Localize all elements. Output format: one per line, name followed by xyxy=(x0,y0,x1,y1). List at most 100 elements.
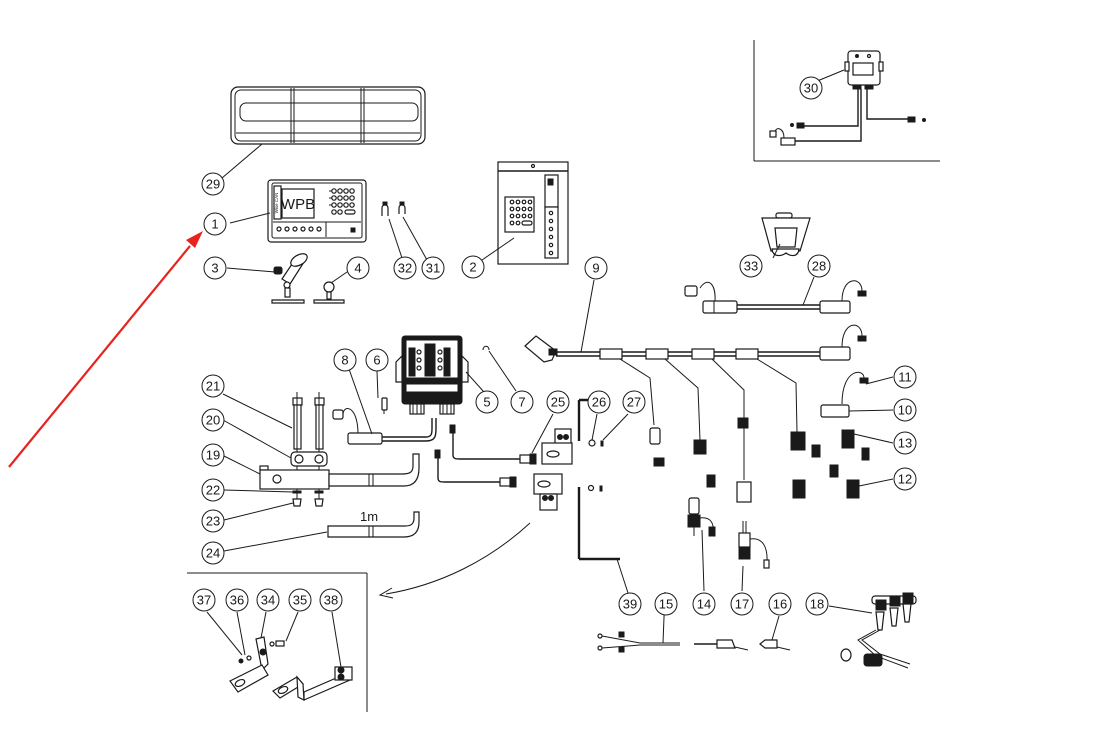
load-cell-assembly xyxy=(259,392,420,507)
ram-mount-arm xyxy=(271,253,308,304)
callout-8: 8 xyxy=(333,348,357,372)
gps-module xyxy=(769,50,926,146)
svg-text:4: 4 xyxy=(354,261,361,276)
carry-case xyxy=(230,86,426,145)
svg-text:37: 37 xyxy=(197,593,211,608)
extension-bar: 1m xyxy=(327,509,420,538)
fuse xyxy=(381,397,388,414)
inset-frame-gps xyxy=(753,40,940,162)
display-terminal: Wise CAN WPB xyxy=(267,179,367,243)
svg-text:10: 10 xyxy=(898,403,912,418)
svg-text:15: 15 xyxy=(659,597,673,612)
callout-13: 13 xyxy=(893,431,917,455)
svg-text:32: 32 xyxy=(398,261,412,276)
mounting-angle xyxy=(577,398,620,561)
callout-7: 7 xyxy=(510,390,534,414)
washer-and-screw xyxy=(587,439,604,492)
callout-17: 17 xyxy=(730,592,754,616)
svg-text:21: 21 xyxy=(206,379,220,394)
svg-text:28: 28 xyxy=(812,259,826,274)
svg-text:13: 13 xyxy=(898,436,912,451)
callout-32: 32 xyxy=(393,256,417,280)
length-label: 1m xyxy=(360,509,378,524)
detail-arrow xyxy=(378,522,531,599)
svg-text:14: 14 xyxy=(697,597,711,612)
svg-text:27: 27 xyxy=(627,395,641,410)
callout-3: 3 xyxy=(203,256,227,280)
extension-cable xyxy=(684,280,867,314)
callout-23: 23 xyxy=(201,509,225,533)
svg-text:9: 9 xyxy=(592,261,599,276)
callout-22: 22 xyxy=(201,478,225,502)
callout-37: 37 xyxy=(192,588,216,612)
callout-26: 26 xyxy=(587,390,611,414)
callout-35: 35 xyxy=(288,588,312,612)
terminal-screen-text: WPB xyxy=(281,196,315,213)
control-module xyxy=(395,335,469,415)
angle-bracket xyxy=(229,636,285,693)
bracket-cover xyxy=(761,212,811,257)
callout-39: 39 xyxy=(618,592,642,616)
svg-text:29: 29 xyxy=(206,177,220,192)
svg-text:24: 24 xyxy=(206,546,220,561)
connector-group xyxy=(792,371,870,499)
callout-27: 27 xyxy=(622,390,646,414)
callout-20: 20 xyxy=(201,408,225,432)
callout-1: 1 xyxy=(203,212,227,236)
sensor-cable xyxy=(434,424,573,511)
ball-mount-base xyxy=(313,281,345,304)
svg-text:33: 33 xyxy=(744,259,758,274)
callout-30: 30 xyxy=(799,76,823,100)
svg-text:35: 35 xyxy=(293,593,307,608)
callout-31: 31 xyxy=(421,256,445,280)
svg-text:2: 2 xyxy=(469,260,476,275)
mount-bracket xyxy=(272,666,353,702)
socket-harness xyxy=(840,592,917,669)
main-harness xyxy=(524,324,867,503)
callout-9: 9 xyxy=(584,256,608,280)
svg-text:36: 36 xyxy=(230,593,244,608)
callout-6: 6 xyxy=(365,348,389,372)
svg-text:30: 30 xyxy=(804,81,818,96)
power-cable xyxy=(332,408,437,445)
svg-text:19: 19 xyxy=(206,448,220,463)
callout-15: 15 xyxy=(654,592,678,616)
svg-text:1: 1 xyxy=(211,217,218,232)
svg-text:38: 38 xyxy=(324,593,338,608)
leader-lines xyxy=(206,69,894,668)
svg-text:11: 11 xyxy=(898,370,912,385)
callout-21: 21 xyxy=(201,374,225,398)
callout-11: 11 xyxy=(893,365,917,389)
callout-2: 2 xyxy=(461,255,485,279)
callout-14: 14 xyxy=(692,592,716,616)
callouts: 1 2 3 4 5 6 7 8 9 10 11 12 13 14 15 16 1… xyxy=(192,76,917,616)
svg-text:5: 5 xyxy=(483,395,490,410)
terminal-brand-text: Wise CAN xyxy=(274,193,279,214)
callout-36: 36 xyxy=(225,588,249,612)
svg-text:17: 17 xyxy=(735,597,749,612)
annotation-arrow xyxy=(8,231,203,468)
clips xyxy=(381,201,406,216)
terminal-cover xyxy=(497,161,569,265)
callout-10: 10 xyxy=(893,398,917,422)
callout-18: 18 xyxy=(805,592,829,616)
svg-text:31: 31 xyxy=(426,261,440,276)
battery-cable xyxy=(597,631,749,653)
terminal-keypad xyxy=(329,188,356,215)
terminal-end xyxy=(759,639,791,651)
callout-29: 29 xyxy=(201,172,225,196)
svg-text:6: 6 xyxy=(373,353,380,368)
callout-5: 5 xyxy=(475,390,499,414)
svg-text:39: 39 xyxy=(623,597,637,612)
svg-text:23: 23 xyxy=(206,514,220,529)
callout-19: 19 xyxy=(201,443,225,467)
svg-text:20: 20 xyxy=(206,413,220,428)
svg-text:12: 12 xyxy=(898,472,912,487)
svg-text:8: 8 xyxy=(341,353,348,368)
clip xyxy=(482,345,490,351)
callout-16: 16 xyxy=(768,592,792,616)
callout-4: 4 xyxy=(346,256,370,280)
svg-text:22: 22 xyxy=(206,483,220,498)
callout-12: 12 xyxy=(893,467,917,491)
